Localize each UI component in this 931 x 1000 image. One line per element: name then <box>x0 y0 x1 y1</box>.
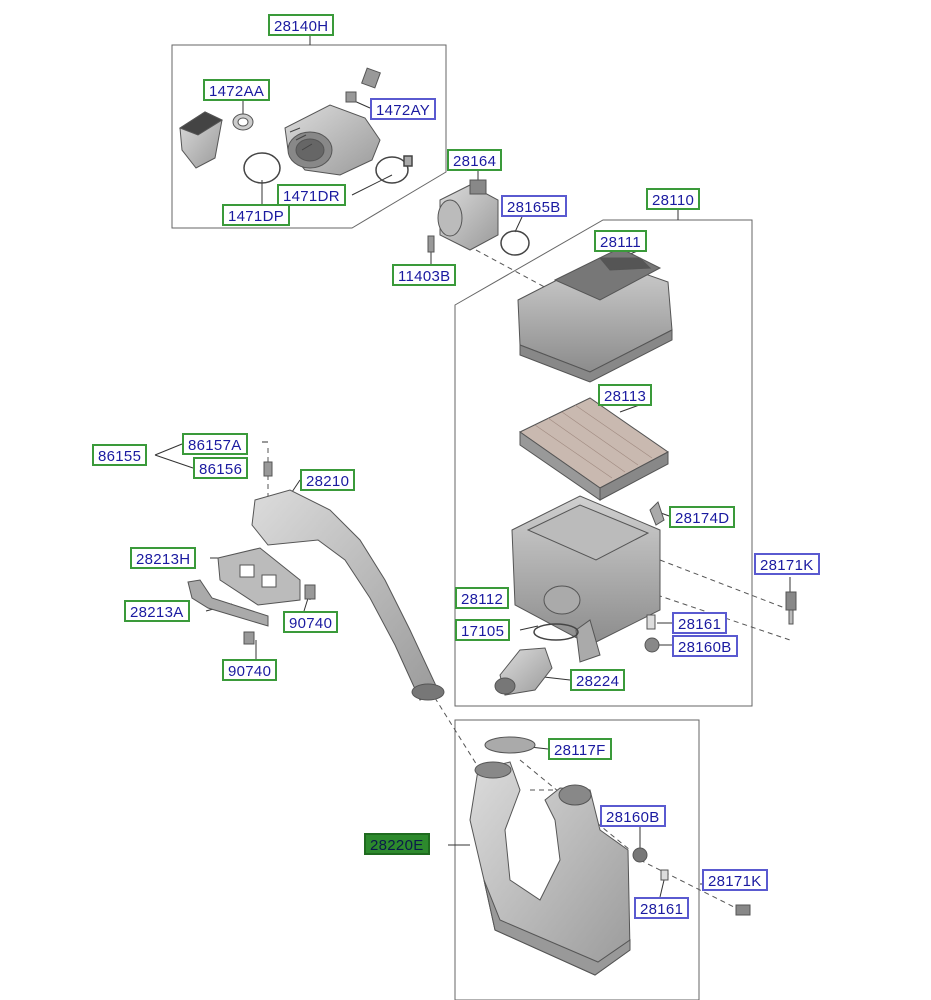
label-28111[interactable]: 28111 <box>594 230 647 252</box>
screw-86156 <box>263 461 273 477</box>
label-86157a[interactable]: 86157A <box>182 433 248 455</box>
label-28161-bottom[interactable]: 28161 <box>634 897 690 919</box>
label-86156[interactable]: 86156 <box>193 457 249 479</box>
group-frame-28140h <box>171 44 447 229</box>
group-frame-28220e <box>454 719 700 1000</box>
label-28161-top[interactable]: 28161 <box>672 612 728 634</box>
label-17105[interactable]: 17105 <box>455 619 511 641</box>
label-28165b[interactable]: 28165B <box>501 195 567 217</box>
resonator-28220e <box>469 736 631 976</box>
hose-clamp-right <box>375 155 413 184</box>
drain-plug <box>644 614 660 653</box>
label-90740-bottom[interactable]: 90740 <box>222 659 278 681</box>
label-86155[interactable]: 86155 <box>92 444 148 466</box>
label-28140h[interactable]: 28140H <box>268 14 335 36</box>
label-28220e-selected[interactable]: 28220E <box>364 833 430 855</box>
hose-clamp-left <box>243 152 281 184</box>
bolt-90740-b <box>243 631 255 645</box>
label-28160b-bottom[interactable]: 28160B <box>600 805 666 827</box>
plug-28160b <box>632 847 648 863</box>
label-28174d[interactable]: 28174D <box>669 506 736 528</box>
bracket-28213a <box>187 579 269 627</box>
label-28224[interactable]: 28224 <box>570 669 626 691</box>
gasket-ring <box>500 230 530 256</box>
label-11403b[interactable]: 11403B <box>392 264 457 286</box>
label-28164[interactable]: 28164 <box>447 149 503 171</box>
bolt-90740-a <box>304 584 316 600</box>
label-28213h[interactable]: 28213H <box>130 547 197 569</box>
label-1471dp[interactable]: 1471DP <box>222 204 291 226</box>
bolt-28171k-b <box>735 904 751 916</box>
bracket-28213h <box>217 547 301 606</box>
bolt-28171k <box>785 591 797 625</box>
label-28113[interactable]: 28113 <box>598 384 653 406</box>
bolt-small <box>427 235 435 253</box>
label-28112[interactable]: 28112 <box>455 587 510 609</box>
label-28210[interactable]: 28210 <box>300 469 356 491</box>
label-1472ay[interactable]: 1472AY <box>370 98 437 120</box>
intake-hose <box>284 104 381 176</box>
label-28171k-top[interactable]: 28171K <box>754 553 820 575</box>
label-28160b-top[interactable]: 28160B <box>672 635 738 657</box>
label-1471dr[interactable]: 1471DR <box>277 184 346 206</box>
label-28117f[interactable]: 28117F <box>548 738 612 760</box>
label-28213a[interactable]: 28213A <box>124 600 190 622</box>
sensor-plug <box>345 67 381 103</box>
seal-ring <box>533 623 579 641</box>
air-filter-element <box>519 397 669 501</box>
resonator-bracket <box>178 111 224 169</box>
intake-duct-28210 <box>251 489 445 701</box>
label-28171k-bottom[interactable]: 28171K <box>702 869 768 891</box>
clamp-small <box>232 113 254 131</box>
elbow-duct <box>494 647 553 696</box>
air-cleaner-body <box>511 495 661 663</box>
drain-bracket <box>649 501 665 526</box>
plug-28161-b <box>660 869 669 881</box>
label-28110[interactable]: 28110 <box>646 188 701 210</box>
label-90740-right[interactable]: 90740 <box>283 611 339 633</box>
air-cleaner-cover <box>517 247 673 383</box>
label-1472aa[interactable]: 1472AA <box>203 79 271 101</box>
mass-air-flow-sensor <box>437 179 499 251</box>
